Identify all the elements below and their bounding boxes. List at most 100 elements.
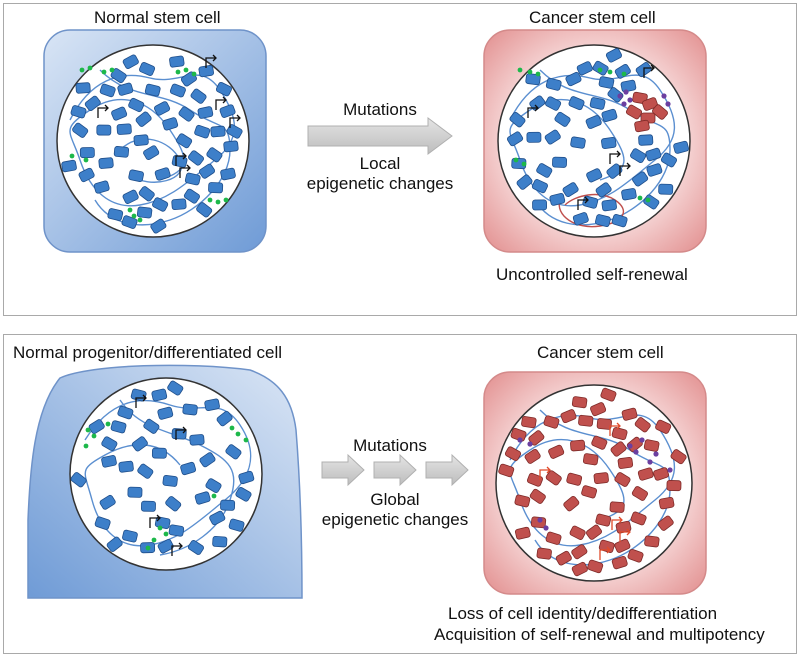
nucleosome <box>122 529 138 543</box>
histone-mark <box>131 213 137 219</box>
nucleosome <box>198 163 216 179</box>
histone-mark <box>83 443 89 449</box>
nucleosome <box>609 501 625 513</box>
nucleosome <box>545 77 562 91</box>
nucleosome <box>625 104 643 120</box>
histone-mark <box>183 67 189 73</box>
nucleosome <box>638 134 654 146</box>
repressed-nucleosomes <box>498 387 687 577</box>
histone-mark <box>661 93 667 99</box>
nucleosome <box>143 418 160 434</box>
nucleosome <box>521 416 537 429</box>
tss-arrow <box>205 54 217 68</box>
nucleosome <box>194 491 211 505</box>
nucleosome <box>627 548 644 563</box>
nucleosome <box>630 511 647 526</box>
nucleosome <box>531 179 548 194</box>
arrow-step-2 <box>373 453 417 487</box>
histone-mark <box>85 427 91 433</box>
nucleosome <box>199 452 216 468</box>
nucleosome <box>646 163 663 177</box>
nucleosome <box>514 494 531 508</box>
nucleosome <box>595 182 612 198</box>
nucleosome <box>630 148 647 164</box>
nucleosome <box>70 472 87 488</box>
nucleosome <box>498 463 515 478</box>
histone-mark <box>83 157 89 163</box>
nucleosome <box>184 172 201 186</box>
nucleosome <box>141 500 156 512</box>
nucleosome <box>136 206 153 219</box>
nucleosomes <box>61 54 243 234</box>
nucleosome <box>585 524 603 540</box>
arrow-label-mutations: Mutations <box>343 100 417 119</box>
histone-mark <box>639 437 645 443</box>
nucleosome <box>216 410 233 427</box>
nucleosome <box>189 434 205 446</box>
histone-mark <box>79 67 85 73</box>
nucleosome <box>121 215 138 229</box>
nucleosome <box>127 486 143 498</box>
nucleosome <box>157 539 174 554</box>
nucleosome <box>101 455 117 468</box>
nucleosome <box>93 180 110 194</box>
histone-mark <box>223 197 229 203</box>
nucleosome <box>631 486 648 501</box>
nucleosome <box>571 544 588 560</box>
nucleosome <box>552 156 568 168</box>
arrow-label-global: Global <box>370 490 420 509</box>
nucleosome <box>235 486 252 502</box>
histone-mark <box>151 537 157 543</box>
tss-arrow <box>619 162 631 176</box>
nucleosome <box>670 449 687 465</box>
nucleosome <box>653 467 670 481</box>
nucleosome <box>152 197 169 212</box>
histone-mark <box>207 197 213 203</box>
nucleosome <box>585 115 602 129</box>
nucleosome <box>562 182 579 198</box>
nucleosome <box>644 535 660 548</box>
histone-mark <box>145 545 151 551</box>
nucleosome <box>593 472 609 484</box>
transcription-start-sites <box>97 54 241 178</box>
nucleosome <box>563 495 580 512</box>
histone-mark <box>621 101 627 107</box>
transcription-start-sites <box>135 394 187 556</box>
arrow-step-1 <box>321 453 365 487</box>
nucleosome <box>111 106 128 121</box>
nucleosome <box>544 129 561 145</box>
nucleosome <box>504 446 522 461</box>
histone-mark <box>535 71 541 77</box>
histone-mark <box>127 207 133 213</box>
nucleosome <box>642 97 658 111</box>
histone-mark <box>137 217 143 223</box>
nucleosome <box>169 55 185 68</box>
histone-mark <box>517 437 523 443</box>
nucleosome <box>614 472 631 487</box>
histone-mark <box>521 161 527 167</box>
histone-mark <box>645 197 651 203</box>
nucleosome <box>578 414 594 427</box>
nucleosome <box>510 427 527 442</box>
methyl-marks <box>83 421 249 551</box>
nucleosome <box>219 104 236 118</box>
histone-mark <box>527 441 533 447</box>
nucleosome <box>225 444 242 460</box>
nucleosome <box>169 83 186 98</box>
caption-multipotency: Acquisition of self-renewal and multipot… <box>434 625 765 644</box>
histone-mark <box>627 443 633 449</box>
nucleosome <box>117 82 134 96</box>
nucleosome <box>570 439 586 452</box>
nucleosome <box>139 62 156 77</box>
nucleosome <box>131 436 148 452</box>
nucleosome <box>183 188 200 204</box>
nucleosome <box>162 117 179 131</box>
histone-mark <box>633 449 639 455</box>
nucleosome <box>581 485 598 499</box>
nucleosome <box>554 111 571 127</box>
nucleosome <box>643 439 660 452</box>
nucleosome <box>113 146 130 158</box>
methyl-marks <box>69 65 229 223</box>
nucleosome <box>673 140 689 154</box>
